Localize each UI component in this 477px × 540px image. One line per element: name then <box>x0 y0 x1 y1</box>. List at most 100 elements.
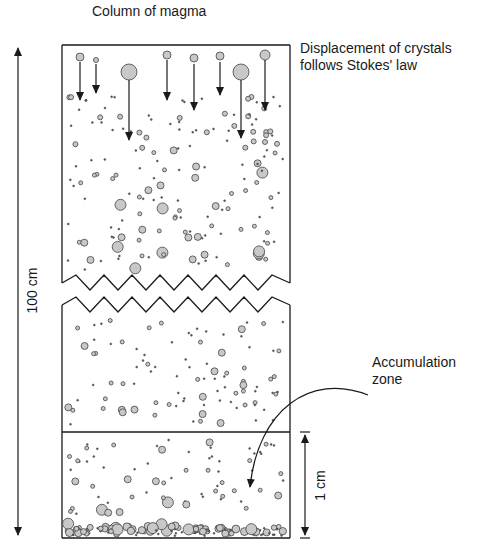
crystal <box>150 119 152 121</box>
crystal <box>114 173 118 177</box>
crystal <box>213 128 215 130</box>
crystal <box>272 375 276 379</box>
crystal <box>135 534 137 536</box>
crystal <box>236 407 238 409</box>
crystal <box>204 130 209 135</box>
crystal <box>246 96 251 101</box>
crystal <box>276 528 278 530</box>
dimension-label: 1 cm <box>312 468 329 502</box>
crystal <box>178 209 182 213</box>
crystal <box>152 151 156 155</box>
crystal <box>264 133 269 138</box>
crystal <box>86 461 88 463</box>
crystal <box>67 260 69 262</box>
crystal <box>192 421 194 423</box>
crystal <box>238 326 245 333</box>
crystal <box>130 263 141 274</box>
crystal <box>140 145 145 150</box>
crystal <box>268 532 270 534</box>
crystal <box>161 496 165 500</box>
crystal <box>76 326 80 330</box>
crystal <box>255 419 257 421</box>
crystal <box>121 64 137 80</box>
crystal <box>264 442 268 446</box>
crystal <box>256 101 258 103</box>
crystal <box>145 187 152 194</box>
crystal <box>73 185 75 187</box>
crystal <box>273 444 275 446</box>
crystal <box>206 439 213 446</box>
crystal <box>266 241 270 245</box>
crystal <box>183 101 185 103</box>
crystal <box>268 129 273 134</box>
crystal <box>98 115 103 120</box>
crystal <box>278 192 280 194</box>
crystal <box>105 509 112 516</box>
crystal <box>226 207 230 211</box>
crystal <box>177 115 182 120</box>
crystal <box>254 390 256 392</box>
crystal <box>112 443 116 447</box>
crystal <box>203 378 205 380</box>
crystal <box>147 523 158 534</box>
crystal <box>233 64 249 80</box>
crystals <box>63 50 287 537</box>
crystal <box>153 199 155 201</box>
crystal <box>206 363 208 365</box>
crystal <box>76 53 84 61</box>
crystal <box>93 324 95 326</box>
crystal <box>78 109 80 111</box>
crystal <box>84 269 86 271</box>
settling-arrows <box>80 60 265 140</box>
crystal <box>137 195 141 199</box>
crystal <box>177 392 179 394</box>
crystal <box>271 207 273 209</box>
crystal <box>189 145 191 147</box>
crystal <box>273 151 277 155</box>
crystal <box>159 321 163 325</box>
crystal <box>93 456 95 458</box>
crystal <box>69 95 74 100</box>
crystal <box>251 124 253 126</box>
crystal <box>157 182 164 189</box>
crystal <box>210 447 212 449</box>
crystal <box>272 392 274 394</box>
crystal <box>263 529 270 536</box>
crystal <box>251 129 256 134</box>
crystal <box>192 131 194 133</box>
crystal <box>79 181 83 185</box>
crystal <box>168 439 170 441</box>
crystal <box>90 159 92 161</box>
crystal <box>208 457 210 459</box>
crystal <box>246 322 248 324</box>
crystal <box>201 98 203 100</box>
crystal <box>269 377 273 381</box>
crystal <box>112 241 123 252</box>
crystal <box>220 233 222 235</box>
crystal <box>189 366 191 368</box>
crystal <box>246 524 257 535</box>
crystal <box>260 50 270 60</box>
crystal <box>85 446 89 450</box>
crystal <box>216 52 224 60</box>
crystal <box>221 494 225 498</box>
crystal <box>244 506 248 510</box>
crystal <box>189 256 196 263</box>
crystal <box>199 340 203 344</box>
crystal <box>271 525 276 530</box>
crystal <box>217 525 224 532</box>
crystal <box>112 524 123 535</box>
crystal <box>193 163 200 170</box>
crystal <box>110 226 112 228</box>
crystal <box>242 366 246 370</box>
crystal <box>92 352 96 356</box>
crystal <box>232 123 237 128</box>
crystal <box>136 366 138 368</box>
crystal <box>162 481 166 485</box>
crystal <box>222 530 229 537</box>
crystal <box>112 129 114 131</box>
crystal <box>218 460 220 462</box>
dimension-arrows <box>18 48 310 538</box>
crystal <box>207 216 209 218</box>
crystal <box>178 129 180 131</box>
